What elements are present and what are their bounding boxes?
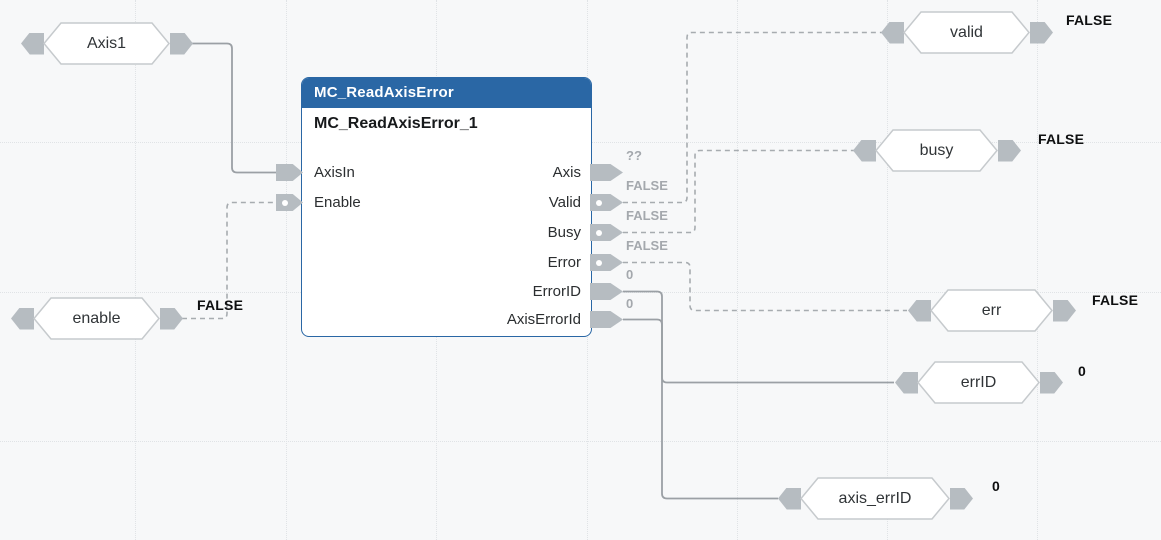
tag-label: valid (950, 24, 983, 41)
wire-busy-to-busy[interactable] (623, 149, 854, 234)
wire-error-to-err[interactable] (623, 261, 907, 312)
tag-output-connector[interactable] (950, 487, 973, 510)
tag-label: enable (72, 310, 121, 327)
bool-pin-dot (282, 199, 288, 206)
tag-output-connector[interactable] (1030, 21, 1053, 44)
wire-enable-to-enable[interactable] (182, 201, 277, 320)
pin-watch-busy: FALSE (626, 208, 668, 223)
block-instance-name: MC_ReadAxisError_1 (314, 115, 478, 132)
variable-tag-valid[interactable]: valid (881, 11, 1053, 54)
tag-input-connector[interactable] (778, 487, 801, 510)
tag-hexagon (43, 22, 170, 65)
tag-input-connector[interactable] (881, 21, 904, 44)
tag-hexagon (930, 289, 1053, 332)
pin-watch-axiserrorid: 0 (626, 296, 634, 311)
tag-input-connector[interactable] (11, 307, 34, 330)
input-label-axisin: AxisIn (314, 164, 355, 181)
output-label-axiserrorid: AxisErrorId (506, 311, 581, 328)
grid-line (887, 0, 888, 540)
tag-label: busy (919, 142, 954, 159)
grid-line (737, 0, 738, 540)
output-label-errorid: ErrorID (532, 283, 581, 300)
output-label-axis: Axis (552, 164, 581, 181)
output-label-error: Error (547, 254, 581, 271)
pin-output-errorid[interactable] (590, 283, 623, 300)
watch-value-valid: FALSE (1066, 12, 1113, 28)
variable-tag-err[interactable]: err (908, 289, 1076, 332)
watch-value-err: FALSE (1092, 292, 1139, 308)
variable-tag-axis1[interactable]: Axis1 (21, 22, 193, 65)
pin-input-enable[interactable] (276, 194, 303, 211)
grid-line (286, 0, 287, 540)
tag-hexagon (903, 11, 1030, 54)
bool-pin-dot (596, 229, 602, 236)
tag-label: Axis1 (86, 35, 127, 52)
tag-hexagon (875, 129, 998, 172)
tag-input-connector[interactable] (908, 299, 931, 322)
pin-watch-error: FALSE (626, 238, 668, 253)
pin-watch-axis: ?? (626, 148, 642, 163)
tag-input-connector[interactable] (853, 139, 876, 162)
tag-output-connector[interactable] (1053, 299, 1076, 322)
tag-hexagon (33, 297, 160, 340)
pin-output-axiserrorid[interactable] (590, 311, 623, 328)
wire-valid-to-valid[interactable] (623, 31, 882, 204)
watch-value-errid: 0 (1078, 363, 1086, 379)
bool-pin-dot (596, 199, 602, 206)
tag-label: errID (960, 374, 997, 391)
watch-value-busy: FALSE (1038, 131, 1085, 147)
pin-watch-valid: FALSE (626, 178, 668, 193)
wire-axis1-to-axisin[interactable] (192, 42, 277, 174)
tag-output-connector[interactable] (170, 32, 193, 55)
wire-errorid-to-errid[interactable] (623, 290, 894, 384)
pin-output-axis[interactable] (590, 164, 623, 181)
tag-label: axis_errID (838, 490, 912, 507)
block-type-title: MC_ReadAxisError (302, 78, 591, 108)
tag-output-connector[interactable] (160, 307, 183, 330)
bool-pin-dot (596, 259, 602, 266)
tag-output-connector[interactable] (1040, 371, 1063, 394)
output-label-valid: Valid (548, 194, 581, 211)
input-label-enable: Enable (314, 194, 361, 211)
pin-input-axisin[interactable] (276, 164, 303, 181)
variable-tag-enable[interactable]: enable (11, 297, 183, 340)
variable-tag-busy[interactable]: busy (853, 129, 1021, 172)
pin-output-error[interactable] (590, 254, 623, 271)
grid-line (135, 0, 136, 540)
tag-output-connector[interactable] (998, 139, 1021, 162)
variable-tag-errid[interactable]: errID (895, 361, 1063, 404)
pin-output-valid[interactable] (590, 194, 623, 211)
variable-tag-axis-errid[interactable]: axis_errID (778, 477, 973, 520)
grid-line (1037, 0, 1038, 540)
wire-axiserrorid-to-axis-errid[interactable] (623, 318, 778, 500)
tag-input-connector[interactable] (21, 32, 44, 55)
grid-line (0, 441, 1161, 442)
tag-hexagon (917, 361, 1040, 404)
output-label-busy: Busy (547, 224, 581, 241)
function-block-mc-readaxiserror[interactable]: MC_ReadAxisError MC_ReadAxisError_1 Axis… (301, 77, 592, 337)
pin-output-busy[interactable] (590, 224, 623, 241)
tag-hexagon (800, 477, 950, 520)
tag-input-connector[interactable] (895, 371, 918, 394)
watch-value-axis-errid: 0 (992, 478, 1000, 494)
watch-value-enable: FALSE (197, 297, 244, 313)
tag-label: err (981, 302, 1002, 319)
pin-watch-errorid: 0 (626, 267, 634, 282)
